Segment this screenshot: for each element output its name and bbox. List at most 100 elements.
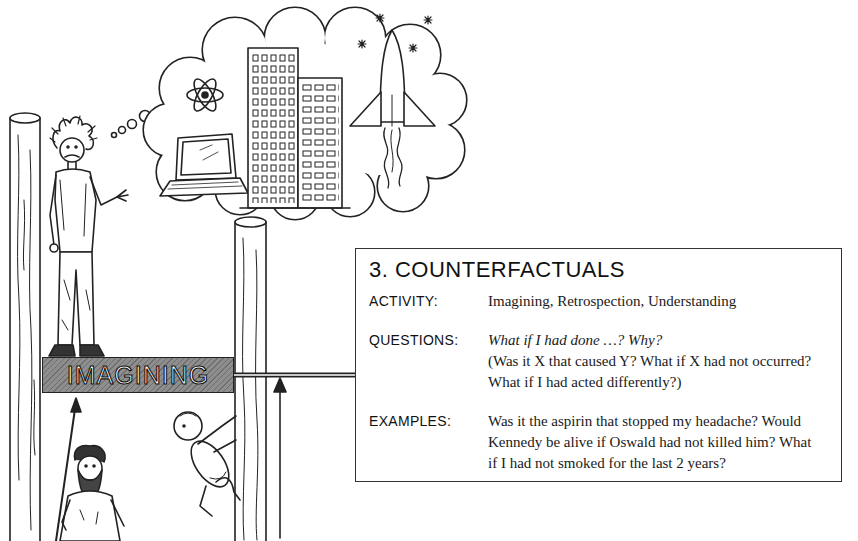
baby-figure [200,486,212,516]
ladder-post [235,217,266,227]
baby-figure [174,412,240,516]
laptop-icon [176,134,236,180]
ladder-post [18,135,35,530]
einstein-figure [49,116,128,356]
thought-cloud [144,8,466,219]
star-icon [424,16,432,24]
baby-figure [174,412,202,440]
row-label: EXAMPLES: [369,411,488,474]
star-icon [358,14,432,52]
panel-row: ACTIVITY:Imagining, Retrospection, Under… [369,291,821,312]
einstein-figure [68,162,76,169]
laptop-icon [160,178,248,196]
caveman-figure [56,398,124,541]
ladder-post [243,238,258,540]
einstein-figure [75,146,77,148]
baby-figure [180,413,196,416]
einstein-figure [50,244,58,252]
rocket-icon [384,128,402,188]
einstein-figure [58,252,94,345]
row-values: Imagining, Retrospection, Understanding [488,291,821,312]
buildings-icon [248,48,298,208]
atom-icon [187,88,223,102]
einstein-figure [55,169,96,252]
row-label: ACTIVITY: [369,291,488,312]
panel-row: QUESTIONS:What if I had done …? Why?(Was… [369,330,821,393]
connector-line [234,375,355,376]
ladder-post [235,217,266,541]
panel-heading: 3. COUNTERFACTUALS [369,257,821,283]
row-value: Was it the aspirin that stopped my heada… [488,411,821,474]
einstein-figure [62,280,90,330]
buildings-icon [301,83,339,203]
laptop-icon [200,145,218,160]
baby-figure [210,472,226,479]
star-icon [409,44,417,52]
caveman-figure [85,465,87,467]
atom-icon [187,76,223,114]
atom-icon [202,92,208,98]
rocket-icon [404,92,435,126]
caveman-figure [80,510,98,524]
caveman-figure [62,500,70,530]
buildings-icon [251,53,295,203]
baby-figure [214,440,236,452]
laptop-icon [160,134,248,196]
info-panel: 3. COUNTERFACTUALS ACTIVITY:Imagining, Re… [355,248,842,482]
laptop-icon [168,182,242,189]
einstein-figure [65,155,79,157]
ladder-post [10,113,40,541]
ladder-rung: IMAGINING [42,357,234,393]
row-values: Was it the aspirin that stopped my heada… [488,411,821,474]
baby-figure [184,435,237,494]
thought-bubbles [128,120,137,129]
einstein-figure [60,138,84,162]
star-icon [358,40,366,48]
caveman-figure [60,491,120,541]
laptop-icon [181,139,231,175]
rocket-icon [392,95,393,126]
einstein-figure [60,180,86,236]
einstein-figure [50,175,56,245]
row-value: Imagining, Retrospection, Understanding [488,291,821,312]
einstein-figure [80,345,104,356]
ladder-post [235,222,266,541]
ladder-post [10,118,40,541]
connector-line [234,374,355,376]
row-values: What if I had done …? Why?(Was it X that… [488,330,821,393]
row-label: QUESTIONS: [369,330,488,393]
buildings-icon [240,207,350,209]
caveman-figure [93,465,95,467]
einstein-figure [117,190,128,201]
rung-label: IMAGINING [67,360,209,390]
atom-icon [190,76,220,114]
progress-arrow [279,390,281,538]
panel-row: EXAMPLES:Was it the aspirin that stopped… [369,411,821,474]
atom-icon [190,76,220,114]
einstein-figure [49,345,75,356]
rocket-icon [350,92,381,126]
einstein-figure [90,177,117,205]
baby-figure [216,478,240,500]
baby-figure [198,416,236,444]
star-icon [376,14,384,22]
progress-arrow [274,378,286,392]
thought-cloud [144,8,466,219]
thought-bubbles [119,127,126,134]
progress-arrow [274,378,286,538]
baby-figure [183,425,185,427]
rocket-icon [350,30,435,188]
row-value: What if I had done …? Why? [488,330,821,351]
row-value: (Was it X that caused Y? What if X had n… [488,351,821,393]
ladder-post [10,113,40,123]
einstein-figure [50,116,97,142]
buildings-icon [240,48,350,208]
rocket-icon [391,130,393,172]
einstein-figure [67,146,69,148]
caveman-figure [71,398,81,412]
thought-bubbles [112,133,117,138]
connector-line [234,373,355,378]
caveman-figure [111,500,124,526]
buildings-icon [298,78,342,208]
